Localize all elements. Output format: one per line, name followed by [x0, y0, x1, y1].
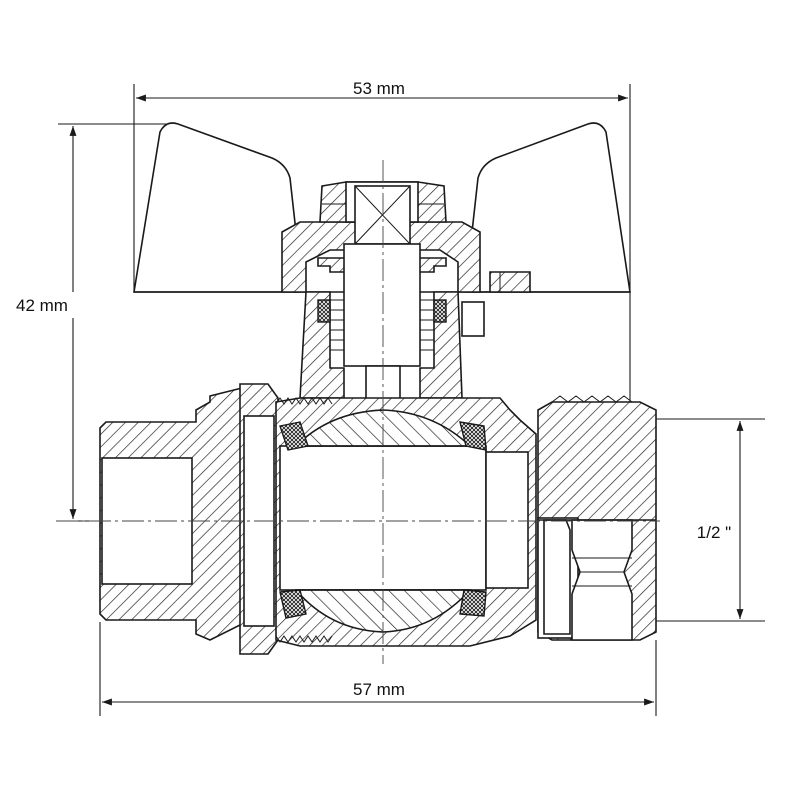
seat-ring-bottom-right [459, 589, 487, 617]
seat-ring-top-left [279, 421, 309, 451]
right-union-nut [537, 395, 657, 641]
handle-right-wing [465, 122, 631, 293]
dimension-thread-label: 1/2 " [697, 523, 731, 542]
dimension-height-left-label: 42 mm [16, 296, 68, 315]
seat-ring-top-right [459, 421, 487, 451]
stem-nut [281, 181, 531, 293]
dimension-bottom: 57 mm [99, 622, 657, 716]
butterfly-handle [133, 122, 631, 293]
valve-body [99, 383, 537, 655]
handle-left-wing [133, 122, 301, 293]
dimension-width-bottom-label: 57 mm [353, 680, 405, 699]
dimension-top: 53 mm [133, 79, 631, 410]
center-lines [56, 160, 660, 664]
seat-ring-bottom-left [279, 589, 307, 619]
dimension-left: 42 mm [8, 123, 172, 522]
dimension-width-top-label: 53 mm [353, 79, 405, 98]
